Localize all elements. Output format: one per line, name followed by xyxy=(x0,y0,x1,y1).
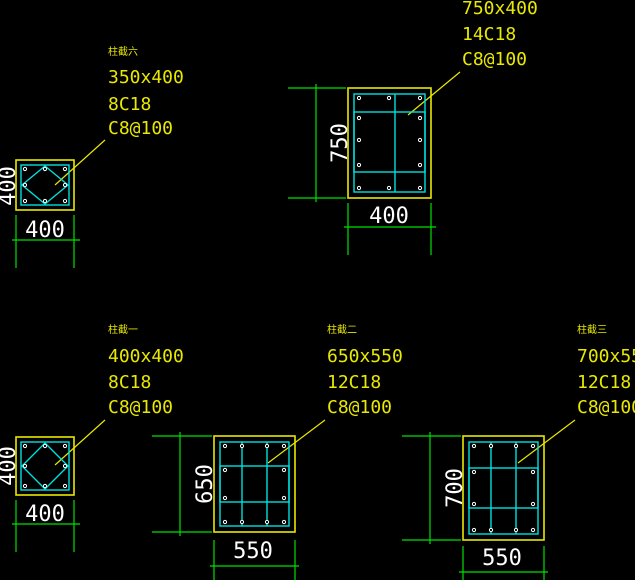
dimension-width-text: 400 xyxy=(25,502,65,527)
stirrup-outer xyxy=(353,93,426,193)
dimension-height-text: 650 xyxy=(193,464,218,504)
dimension-width: 550 xyxy=(210,539,299,580)
column-rebar-spec: 8C18 xyxy=(108,372,151,393)
column-stirrup-spec: C8@100 xyxy=(108,118,173,139)
column-detail-d: 柱截二 650x550 12C18 C8@100 650 550 xyxy=(152,323,403,580)
column-detail-a: 柱截六 350x400 8C18 C8@100 400 400 xyxy=(0,45,184,268)
leader-line xyxy=(517,419,576,464)
column-title: 柱截二 xyxy=(327,323,357,336)
rebar-dots xyxy=(356,95,423,191)
column-section-size: 650x550 xyxy=(327,346,403,367)
leader-line xyxy=(54,139,106,186)
dimension-height-text: 400 xyxy=(0,166,21,206)
dimension-height: 750 xyxy=(288,84,353,202)
rebar-dots xyxy=(22,443,68,489)
dimension-height-text: 700 xyxy=(443,468,468,508)
stirrup-inner xyxy=(468,467,539,509)
column-detail-b: 750x400 14C18 C8@100 750 400 xyxy=(288,0,538,255)
stirrup-diamond xyxy=(20,165,70,205)
column-outline xyxy=(15,436,75,496)
dimension-height: 400 xyxy=(0,166,21,206)
column-rebar-spec: 12C18 xyxy=(327,372,381,393)
column-stirrup-spec: C8@100 xyxy=(462,49,527,70)
dimension-width-text: 400 xyxy=(25,218,65,243)
stirrup-diamond xyxy=(21,442,69,490)
dimension-width-text: 550 xyxy=(482,546,522,571)
column-detail-e: 柱截三 700x550 12C18 C8@100 700 550 xyxy=(402,323,635,580)
dimension-height-text: 400 xyxy=(0,446,21,486)
dimension-width: 550 xyxy=(459,546,548,580)
column-stirrup-spec: C8@100 xyxy=(577,397,635,418)
stirrup-outer xyxy=(20,441,70,491)
rebar-dots xyxy=(471,443,536,533)
column-outline xyxy=(347,87,432,199)
rebar-dots xyxy=(222,443,287,525)
leader-line xyxy=(54,419,106,466)
leader-line xyxy=(267,419,326,464)
column-section-size: 750x400 xyxy=(462,0,538,19)
column-stirrup-spec: C8@100 xyxy=(108,397,173,418)
column-rebar-spec: 12C18 xyxy=(577,372,631,393)
dimension-height-text: 750 xyxy=(328,123,353,163)
column-rebar-spec: 8C18 xyxy=(108,94,151,115)
rebar-dots xyxy=(22,166,68,204)
column-outline xyxy=(462,435,545,541)
column-outline xyxy=(213,435,296,533)
dimension-height: 400 xyxy=(0,446,21,486)
dimension-height: 700 xyxy=(402,432,468,544)
column-section-size: 350x400 xyxy=(108,67,184,88)
column-outline xyxy=(15,159,75,211)
dimension-width: 400 xyxy=(344,203,436,255)
dimension-height: 650 xyxy=(152,432,218,536)
dimension-width: 400 xyxy=(12,215,80,268)
column-title: 柱截六 xyxy=(108,45,138,58)
column-detail-c: 柱截一 400x400 8C18 C8@100 400 400 xyxy=(0,323,184,552)
dimension-width-text: 550 xyxy=(233,539,273,564)
column-stirrup-spec: C8@100 xyxy=(327,397,392,418)
dimension-width-text: 400 xyxy=(369,204,409,229)
column-section-size: 400x400 xyxy=(108,346,184,367)
leader-line xyxy=(407,71,461,116)
column-title: 柱截三 xyxy=(577,323,607,336)
dimension-width: 400 xyxy=(12,500,80,552)
stirrup-inner xyxy=(353,111,426,173)
column-title: 柱截一 xyxy=(108,323,138,336)
stirrup-inner xyxy=(219,465,290,503)
column-section-size: 700x550 xyxy=(577,346,635,367)
column-rebar-spec: 14C18 xyxy=(462,24,516,45)
